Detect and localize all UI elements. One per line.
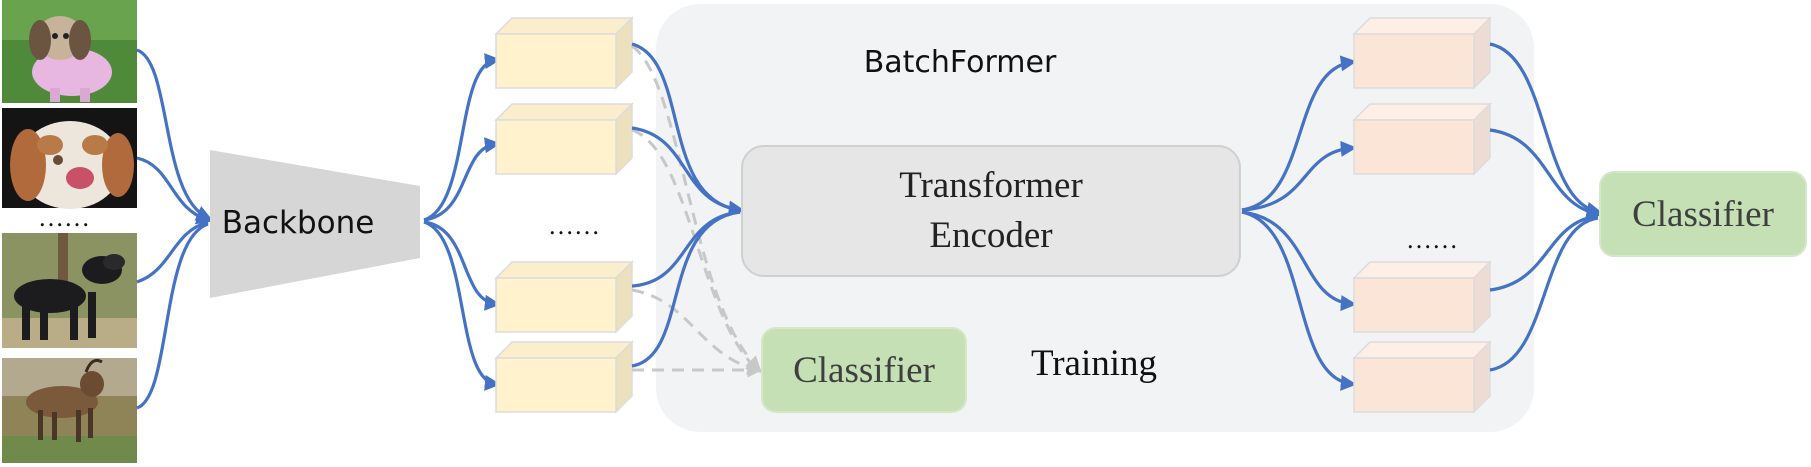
backbone-label: Backbone: [222, 205, 375, 241]
feature-cube: [494, 340, 634, 414]
input-images: ……: [2, 0, 137, 463]
dog-black-schnauzer-image: [2, 233, 137, 348]
features-ellipsis: ……: [548, 211, 600, 240]
output-feature-cube: [1352, 260, 1492, 334]
output-feature-cube: [1352, 340, 1492, 414]
backbone-block: [210, 150, 420, 298]
output-feature-cube: [1352, 16, 1492, 90]
feature-cube: [494, 260, 634, 334]
outputs-ellipsis: ……: [1406, 225, 1458, 254]
transformer-encoder-block: [741, 145, 1241, 277]
output-feature-cube: [1352, 102, 1492, 176]
transformer-encoder-label-line1: Transformer: [899, 165, 1083, 206]
batchformer-title: BatchFormer: [864, 45, 1057, 80]
encoder-to-output-arrows: [1241, 55, 1357, 391]
feature-to-encoder-arrows: [631, 42, 745, 368]
images-ellipsis: ……: [38, 203, 90, 232]
output-to-classifier-arrows: [1489, 42, 1603, 372]
final-classifier-block: [1599, 171, 1807, 257]
image-to-backbone-arrows: [136, 48, 213, 410]
training-classifier-block: [761, 327, 967, 413]
dog-spaniel-tongue-image: [2, 108, 137, 209]
backbone-to-feature-arrows: [423, 53, 501, 391]
transformer-encoder-label-line2: Encoder: [929, 215, 1052, 256]
feature-cube: [494, 102, 634, 176]
final-classifier-label: Classifier: [1632, 194, 1774, 235]
dog-shih-tzu-pink-sweater-image: [2, 0, 137, 103]
goat-image: [2, 358, 137, 463]
training-classifier-label: Classifier: [793, 350, 935, 391]
feature-cube: [494, 16, 634, 90]
training-label: Training: [1031, 343, 1157, 384]
